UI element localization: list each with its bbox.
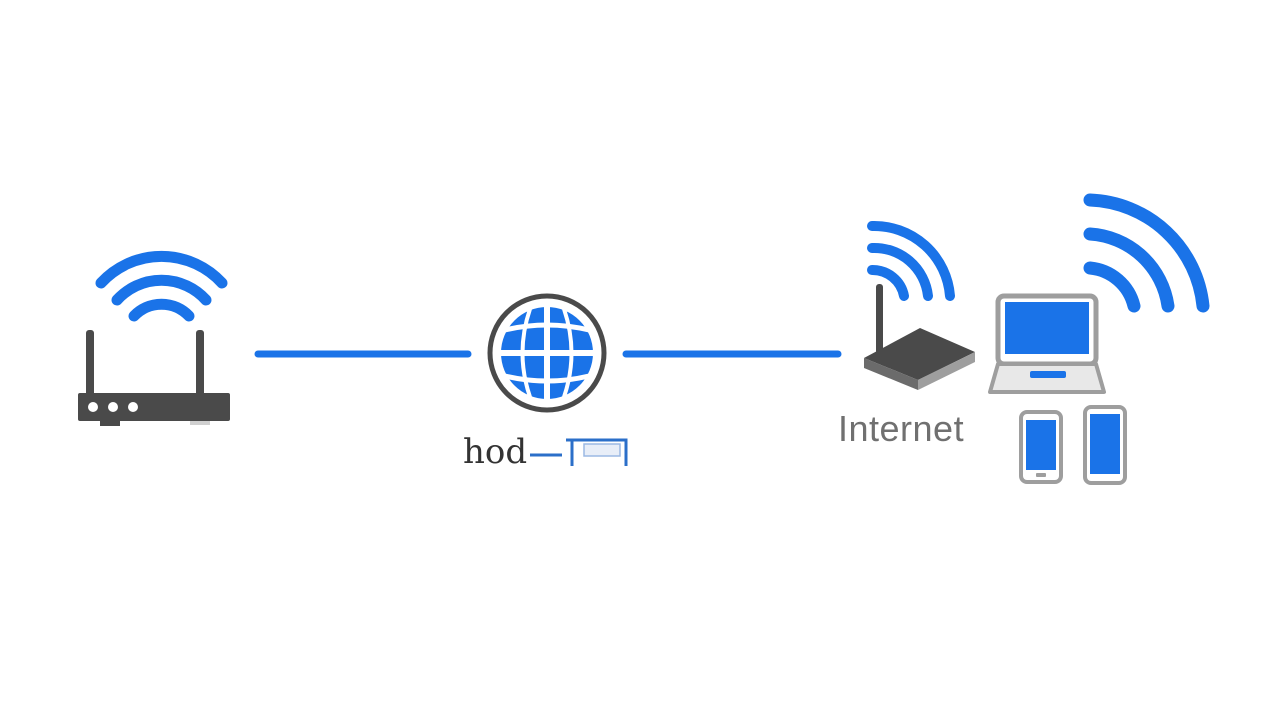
laptop-icon	[988, 293, 1106, 394]
caption-artifact-icon	[530, 438, 628, 466]
left-wifi-signal-icon	[95, 250, 228, 322]
globe-caption: hod	[463, 432, 528, 472]
internet-label: Internet	[838, 408, 965, 449]
globe-icon	[487, 293, 607, 413]
far-wifi-signal-icon	[1083, 193, 1210, 313]
smartphone-icon	[1083, 405, 1127, 485]
smartphone-icon	[1019, 410, 1063, 484]
left-router-icon	[78, 330, 230, 426]
wireless-router-icon	[864, 284, 975, 390]
right-wifi-signal-icon	[867, 220, 955, 301]
